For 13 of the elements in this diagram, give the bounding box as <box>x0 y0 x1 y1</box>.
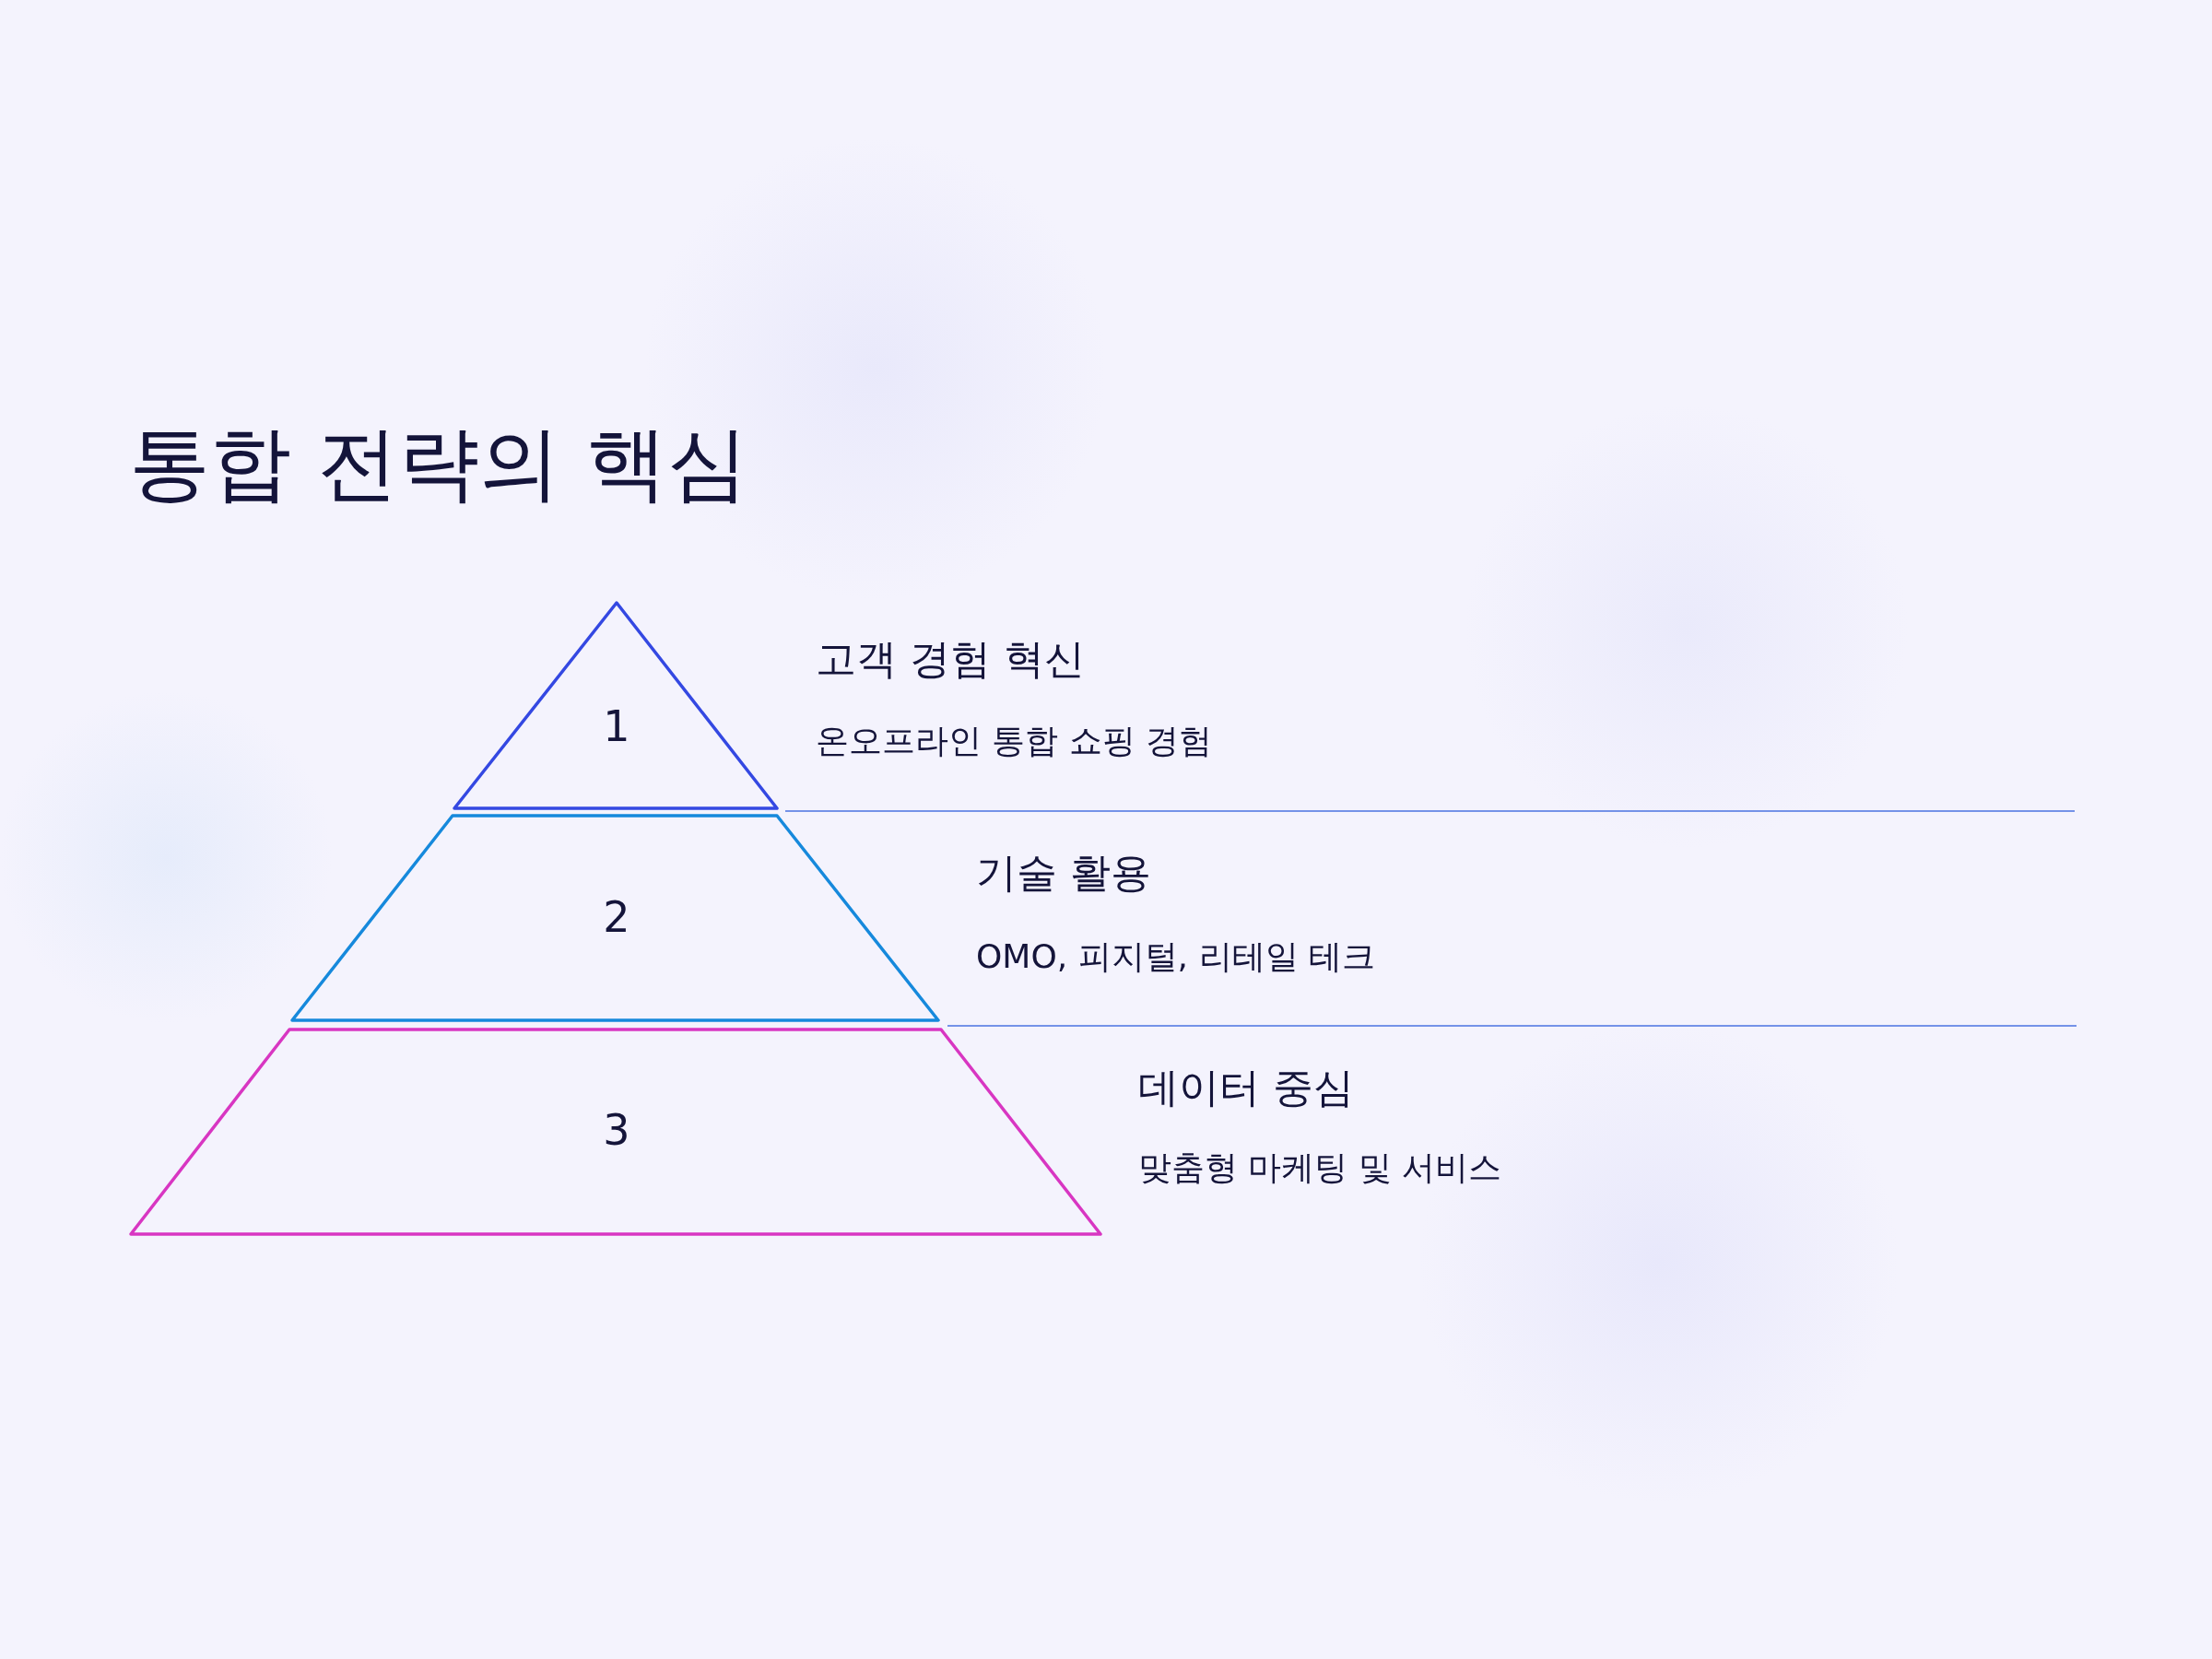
pyramid-tier <box>453 601 779 810</box>
tier-number: 1 <box>603 701 630 751</box>
tier-heading: 데이터 중심 <box>1138 1062 1354 1112</box>
tier-number: 2 <box>603 892 630 942</box>
tier-description: 온오프라인 통합 쇼핑 경험 <box>816 720 1213 761</box>
pyramid-tier <box>129 1028 1102 1236</box>
pyramid-tier <box>290 814 940 1022</box>
tier-description: OMO, 피지털, 리테일 테크 <box>976 935 1375 977</box>
tier-description: 맞춤형 마케팅 및 서비스 <box>1138 1147 1502 1188</box>
tier-heading: 기술 활용 <box>976 847 1151 898</box>
title: 통합 전략의 핵심 <box>129 419 748 509</box>
tier-heading: 고객 경험 혁신 <box>816 633 1085 684</box>
tier-number: 3 <box>603 1105 630 1155</box>
